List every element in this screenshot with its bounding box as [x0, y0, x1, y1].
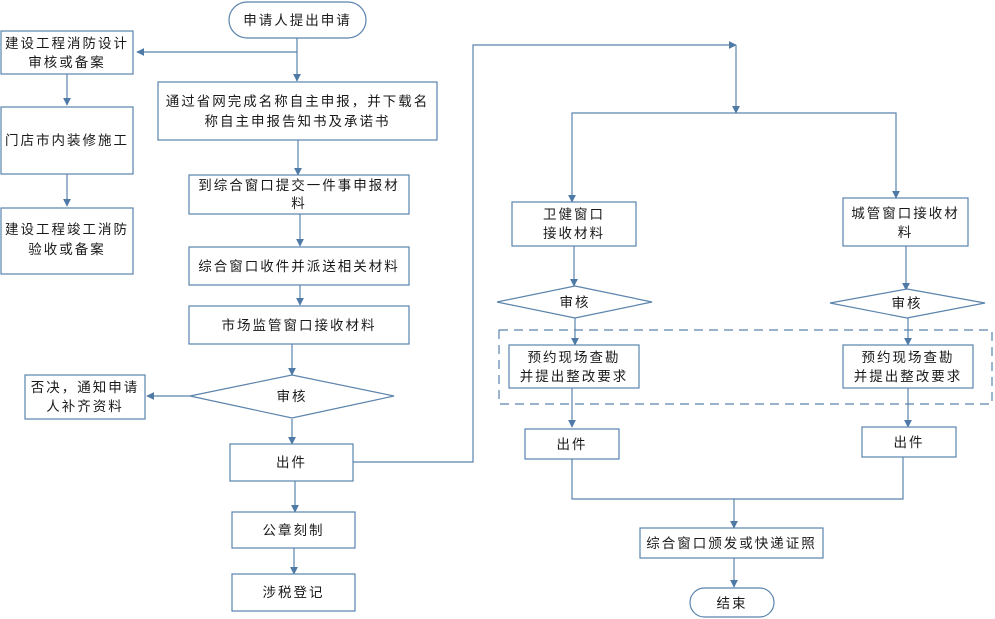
seal-label: 公章刻制: [263, 522, 325, 539]
urban-receive-box: [842, 197, 969, 247]
health-review-label: 审核: [560, 295, 591, 311]
node-online-declare[interactable]: 通过省网完成名称自主申报，并下载名 称自主申报告知书及承诺书: [157, 81, 438, 141]
reject-label-line2: 人补齐资料: [46, 399, 124, 415]
start-terminal: [228, 1, 367, 39]
fire-acceptance-label-line2: 验收或备案: [28, 241, 106, 258]
health-receive-box: [511, 201, 637, 247]
urban-issue-box: [861, 426, 957, 458]
submit-materials-label-line2: 料: [291, 196, 307, 212]
dispatch-box: [188, 246, 410, 286]
fire-acceptance-box: [0, 207, 134, 275]
online-declare-label-line1: 通过省网完成名称自主申报，并下载名: [166, 94, 430, 110]
node-market-issue[interactable]: 出件: [229, 443, 354, 482]
edge-branch-to-urban: [736, 112, 900, 199]
market-receive-box: [188, 305, 410, 345]
online-declare-label-line2: 称自主申报告知书及承诺书: [205, 113, 391, 130]
fire-design-label-line2: 审核或备案: [28, 54, 106, 71]
node-deliver[interactable]: 综合窗口颁发或快递证照: [639, 527, 824, 559]
end-terminal: [689, 587, 775, 618]
fire-acceptance-label-line1: 建设工程竣工消防: [5, 222, 129, 238]
fire-design-label-line1: 建设工程消防设计: [5, 36, 129, 52]
node-urban-inspect[interactable]: 预约现场查勘 并提出整改要求: [842, 344, 974, 389]
node-health-review[interactable]: 审核: [496, 285, 653, 319]
urban-review-diamond: [829, 288, 986, 319]
health-receive-label-line2: 接收材料: [543, 225, 605, 242]
node-reject[interactable]: 否决，通知申请 人补齐资料: [24, 374, 146, 420]
renovation-label: 门店市内装修施工: [5, 132, 129, 149]
urban-inspect-box: [842, 344, 974, 389]
node-submit-materials[interactable]: 到综合窗口提交一件事申报材 料: [188, 174, 410, 215]
node-fire-design[interactable]: 建设工程消防设计 审核或备案: [0, 30, 134, 75]
urban-receive-label-line2: 料: [898, 225, 914, 241]
submit-materials-label-line1: 到综合窗口提交一件事申报材: [198, 177, 400, 194]
tax-box: [231, 573, 356, 612]
deliver-label: 综合窗口颁发或快递证照: [646, 535, 817, 552]
node-renovation[interactable]: 门店市内装修施工: [0, 106, 134, 175]
inspection-group-frame: [498, 329, 993, 405]
fire-design-box: [0, 30, 134, 75]
node-market-receive[interactable]: 市场监管窗口接收材料: [188, 305, 410, 345]
end-label: 结束: [717, 596, 748, 612]
node-urban-review[interactable]: 审核: [829, 288, 986, 319]
health-issue-box: [524, 428, 620, 460]
urban-inspect-label-line1: 预约现场查勘: [862, 350, 955, 366]
node-urban-receive[interactable]: 城管窗口接收材 料: [842, 197, 969, 247]
node-health-issue[interactable]: 出件: [524, 428, 620, 460]
node-dispatch[interactable]: 综合窗口收件并派送相关材料: [188, 246, 410, 286]
reject-box: [24, 374, 146, 420]
health-receive-label-line1: 卫健窗口: [543, 206, 605, 223]
market-issue-box: [229, 443, 354, 482]
edge-market-issue-to-branch: [353, 41, 737, 463]
deliver-box: [639, 527, 824, 559]
market-receive-label: 市场监管窗口接收材料: [222, 317, 377, 334]
edge-branch-to-health: [568, 112, 736, 203]
health-inspect-label-line2: 并提出整改要求: [520, 369, 629, 385]
node-urban-issue[interactable]: 出件: [861, 426, 957, 458]
node-fire-acceptance[interactable]: 建设工程竣工消防 验收或备案: [0, 207, 134, 275]
node-market-review[interactable]: 审核: [189, 374, 395, 419]
start-label: 申请人提出申请: [243, 13, 352, 29]
edge-start-to-fire-design: [136, 38, 298, 56]
health-inspect-box: [508, 344, 640, 389]
urban-review-label: 审核: [892, 296, 923, 312]
health-inspect-label-line1: 预约现场查勘: [528, 350, 621, 366]
renovation-box: [0, 106, 134, 175]
urban-receive-label-line1: 城管窗口接收材: [851, 205, 960, 222]
node-start[interactable]: 申请人提出申请: [228, 1, 367, 39]
submit-materials-box: [188, 174, 410, 215]
node-health-receive[interactable]: 卫健窗口 接收材料: [511, 201, 637, 247]
edge-issues-merge: [571, 457, 904, 500]
health-review-diamond: [496, 285, 653, 319]
dispatch-label: 综合窗口收件并派送相关材料: [198, 258, 400, 275]
market-review-diamond: [189, 374, 395, 419]
node-end[interactable]: 结束: [689, 587, 775, 618]
online-declare-box: [157, 81, 438, 141]
node-tax[interactable]: 涉税登记: [231, 573, 356, 612]
seal-box: [231, 511, 356, 549]
urban-issue-label: 出件: [894, 435, 925, 451]
health-issue-label: 出件: [557, 437, 588, 453]
market-review-label: 审核: [277, 389, 308, 405]
market-issue-label: 出件: [276, 455, 307, 471]
reject-label-line1: 否决，通知申请: [31, 379, 140, 396]
urban-inspect-label-line2: 并提出整改要求: [854, 369, 963, 385]
node-health-inspect[interactable]: 预约现场查勘 并提出整改要求: [508, 344, 640, 389]
tax-label: 涉税登记: [263, 585, 325, 601]
node-seal[interactable]: 公章刻制: [231, 511, 356, 549]
